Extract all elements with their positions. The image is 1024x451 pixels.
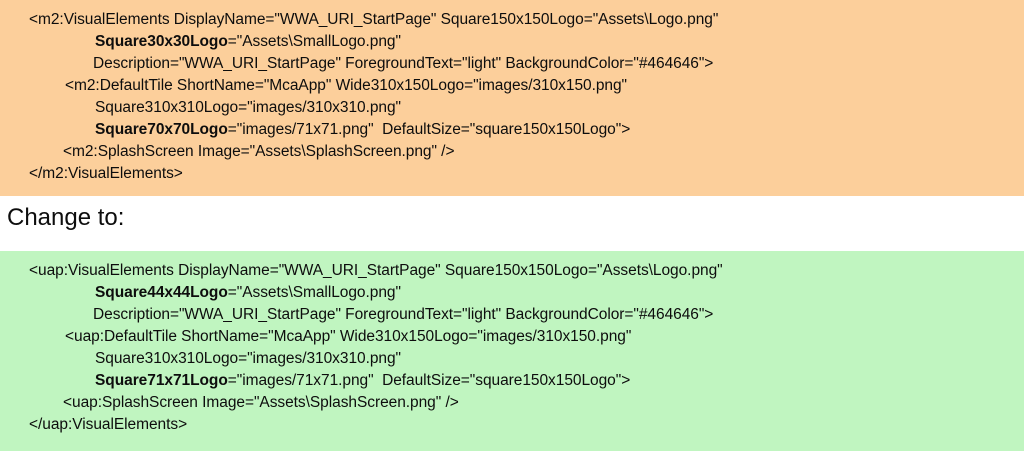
code-token: <m2:VisualElements DisplayName="WWA_URI_…: [29, 11, 719, 28]
code-token-highlighted: Square44x44Logo: [95, 284, 228, 301]
code-token: Description="WWA_URI_StartPage" Foregrou…: [93, 306, 714, 323]
code-token: <uap:SplashScreen Image="Assets\SplashSc…: [63, 394, 459, 411]
code-line: <uap:SplashScreen Image="Assets\SplashSc…: [0, 392, 1024, 414]
code-token: Square310x310Logo="images/310x310.png": [95, 350, 402, 367]
code-token: <m2:SplashScreen Image="Assets\SplashScr…: [63, 143, 455, 160]
change-to-label: Change to:: [7, 204, 125, 231]
code-line: Square71x71Logo="images/71x71.png" Defau…: [0, 370, 1024, 392]
code-line: Square30x30Logo="Assets\SmallLogo.png": [0, 31, 1024, 53]
code-line: <m2:DefaultTile ShortName="McaApp" Wide3…: [0, 75, 1024, 97]
code-line: Square70x70Logo="images/71x71.png" Defau…: [0, 119, 1024, 141]
code-line: Square44x44Logo="Assets\SmallLogo.png": [0, 282, 1024, 304]
before-code-block: <m2:VisualElements DisplayName="WWA_URI_…: [0, 0, 1024, 196]
code-token-highlighted: Square70x70Logo: [95, 121, 228, 138]
code-line: Description="WWA_URI_StartPage" Foregrou…: [0, 304, 1024, 326]
code-token: Square310x310Logo="images/310x310.png": [95, 99, 402, 116]
code-token: ="Assets\SmallLogo.png": [227, 284, 401, 301]
code-line: Square310x310Logo="images/310x310.png": [0, 97, 1024, 119]
code-line: <uap:VisualElements DisplayName="WWA_URI…: [0, 260, 1024, 282]
after-code-block: <uap:VisualElements DisplayName="WWA_URI…: [0, 251, 1024, 451]
code-line: <m2:VisualElements DisplayName="WWA_URI_…: [0, 9, 1024, 31]
code-token: <uap:DefaultTile ShortName="McaApp" Wide…: [65, 328, 632, 345]
code-token-highlighted: Square71x71Logo: [95, 372, 228, 389]
code-token: <uap:VisualElements DisplayName="WWA_URI…: [29, 262, 723, 279]
code-line: <m2:SplashScreen Image="Assets\SplashScr…: [0, 141, 1024, 163]
code-line: </m2:VisualElements>: [0, 163, 1024, 185]
code-token: </m2:VisualElements>: [29, 165, 183, 182]
code-token: Description="WWA_URI_StartPage" Foregrou…: [93, 55, 714, 72]
code-line: Square310x310Logo="images/310x310.png": [0, 348, 1024, 370]
code-token: ="images/71x71.png" DefaultSize="square1…: [227, 121, 631, 138]
code-token: <m2:DefaultTile ShortName="McaApp" Wide3…: [65, 77, 628, 94]
code-line: </uap:VisualElements>: [0, 414, 1024, 436]
code-token: ="images/71x71.png" DefaultSize="square1…: [227, 372, 631, 389]
code-token-highlighted: Square30x30Logo: [95, 33, 228, 50]
code-token: </uap:VisualElements>: [29, 416, 188, 433]
code-token: ="Assets\SmallLogo.png": [227, 33, 401, 50]
code-line: <uap:DefaultTile ShortName="McaApp" Wide…: [0, 326, 1024, 348]
code-line: Description="WWA_URI_StartPage" Foregrou…: [0, 53, 1024, 75]
